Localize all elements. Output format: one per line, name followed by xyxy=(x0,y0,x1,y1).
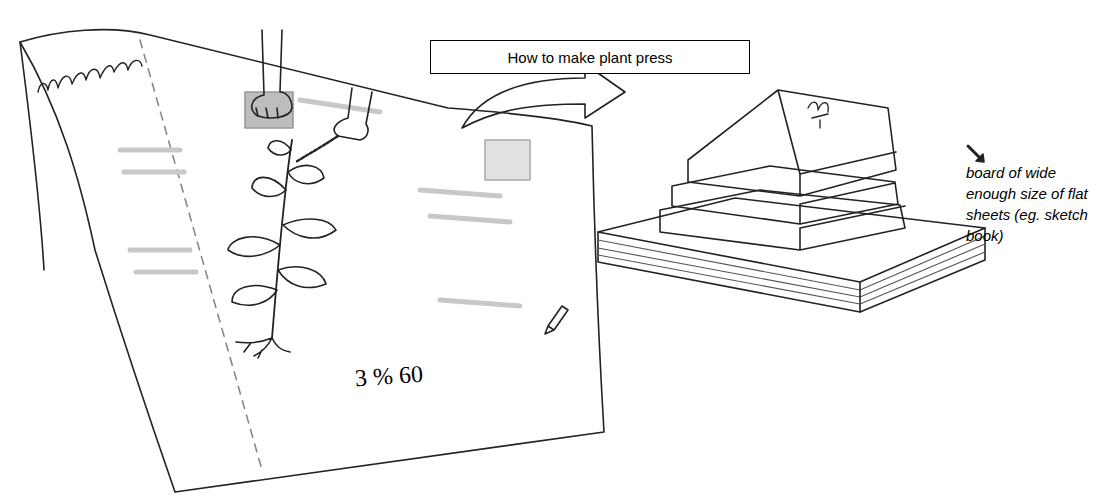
leaf xyxy=(232,286,277,306)
sheet-lines xyxy=(598,236,985,304)
title-text: How to make plant press xyxy=(507,49,672,66)
fingers xyxy=(256,108,278,118)
board-edge xyxy=(859,282,861,312)
cover-scribble xyxy=(808,102,828,128)
leaf xyxy=(268,141,291,155)
title-box: How to make plant press xyxy=(430,40,750,74)
leaf xyxy=(288,165,324,183)
header-scribble xyxy=(38,60,142,92)
book xyxy=(688,90,896,196)
leaf xyxy=(278,267,326,288)
pencil xyxy=(545,306,568,334)
board-top xyxy=(598,198,985,282)
book xyxy=(660,190,905,250)
leaf xyxy=(228,237,280,257)
pointer-arrowhead xyxy=(976,154,984,162)
newspaper-flap xyxy=(20,42,44,270)
newspaper xyxy=(20,30,604,492)
board-stack xyxy=(598,228,985,312)
annotation-note: board of wide enough size of flat sheets… xyxy=(966,162,1100,246)
plant-stem xyxy=(272,140,292,338)
news-photo xyxy=(485,140,530,180)
book xyxy=(672,166,898,224)
hand xyxy=(334,88,372,140)
pointer-arrow xyxy=(968,146,980,158)
handwritten-date: 3 % 60 xyxy=(354,360,424,393)
news-columns xyxy=(120,100,520,306)
hand xyxy=(252,30,292,118)
stem-tip xyxy=(296,136,338,162)
roots xyxy=(236,338,290,358)
fold-line xyxy=(140,40,262,470)
leaf xyxy=(252,177,286,196)
leaf xyxy=(283,219,336,238)
